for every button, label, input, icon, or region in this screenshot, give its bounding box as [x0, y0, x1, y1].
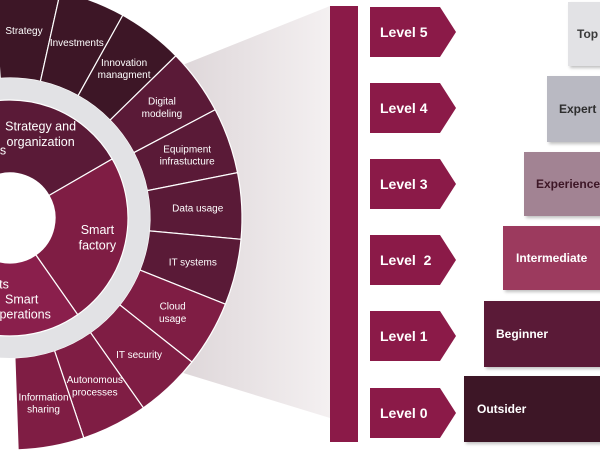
level-label: Level 4 — [380, 100, 428, 116]
tier-label: Outsider — [477, 402, 527, 416]
tier-label: Beginner — [496, 327, 549, 341]
level-5-arrow: Level 5 — [370, 7, 456, 57]
level-3-arrow: Level 3 — [370, 159, 456, 209]
ring-gap — [0, 78, 150, 358]
inner-ring — [0, 99, 129, 337]
level-label: Level 1 — [380, 328, 428, 344]
level-bar — [330, 6, 358, 442]
tier-top: Top — [568, 2, 600, 66]
level-0-arrow: Level 0 — [370, 388, 456, 438]
tier-outsider: Outsider — [464, 376, 600, 442]
tier-expert: Expert — [547, 76, 600, 142]
tier-intermediate: Intermediate — [503, 226, 600, 290]
tier-label: Top — [577, 27, 599, 41]
level-2-arrow: Level 2 — [370, 235, 456, 285]
outer-segment-label: Strategy — [5, 26, 42, 37]
inner-fragment-label: ts — [0, 277, 9, 291]
inner-fragment-label: s — [0, 143, 6, 157]
level-label: Level 3 — [380, 176, 428, 192]
outer-segment-label: Data usage — [172, 204, 224, 215]
level-label: Level 5 — [380, 24, 428, 40]
tier-label: Expert — [559, 102, 597, 116]
level-1-arrow: Level 1 — [370, 311, 456, 361]
tier-label: Intermediate — [516, 251, 588, 265]
level-label: Level 0 — [380, 405, 428, 421]
wheel-hub — [0, 173, 55, 263]
tier-beginner: Beginner — [484, 301, 600, 367]
tier-experienced: Experienced — [524, 152, 600, 216]
inner-segment-label: Smartoperations — [0, 292, 51, 321]
outer-segment-label: IT security — [116, 350, 162, 361]
outer-ring — [0, 0, 243, 450]
level-label: Level 2 — [380, 252, 432, 268]
outer-segment-label: IT systems — [169, 258, 217, 269]
outer-segment-label: Investments — [50, 38, 104, 49]
tier-label: Experienced — [536, 177, 600, 191]
level-4-arrow: Level 4 — [370, 83, 456, 133]
